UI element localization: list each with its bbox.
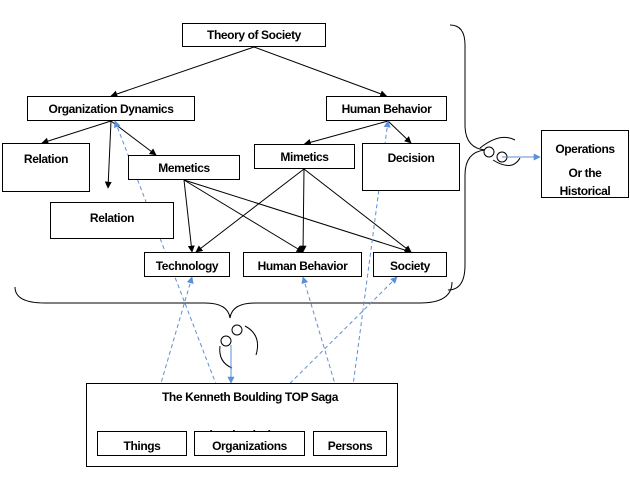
node-organizations[interactable]: Organizations <box>194 431 305 456</box>
edge-org_dynamics-relation_left <box>41 120 112 145</box>
node-label: Things <box>123 439 161 453</box>
node-label: Human Behavior <box>257 259 348 273</box>
edge-human_behavior_top-decision <box>387 120 412 144</box>
node-label: Human Behavior <box>341 102 432 116</box>
node-label: Relation <box>23 152 69 166</box>
edge-mimetics-technology <box>195 168 305 253</box>
node-decision[interactable]: Decision <box>362 143 460 191</box>
edge-org_dynamics-relation_mid <box>104 120 112 189</box>
edge-theory-human_behavior_top <box>253 46 388 98</box>
saga-subtitle-text: (on the rise) <box>180 424 300 432</box>
node-sublabel: Historical <box>559 184 611 198</box>
right-bracket-knot <box>479 136 521 166</box>
edge-human_behavior_top-mimetics <box>303 120 389 146</box>
node-label: Society <box>390 259 430 273</box>
edge-org_dynamics-memetics <box>110 120 157 156</box>
node-label: Technology <box>155 259 219 273</box>
node-label: Relation <box>89 211 135 225</box>
saga-title: The Kenneth Boulding TOP Saga <box>120 390 380 406</box>
edge-theory-org_dynamics <box>110 46 255 98</box>
node-label: Organization Dynamics <box>48 102 174 116</box>
node-mimetics[interactable]: Mimetics <box>254 144 355 169</box>
bottom-bracket-knot <box>219 324 259 369</box>
dashed-edge-org_dynamics-organizations <box>113 120 236 432</box>
node-human-behavior-top[interactable]: Human Behavior <box>326 96 447 121</box>
node-theory-of-society[interactable]: Theory of Society <box>182 23 326 47</box>
node-things[interactable]: Things <box>97 431 187 456</box>
node-organization-dynamics[interactable]: Organization Dynamics <box>27 96 195 121</box>
edge-memetics-technology <box>183 179 195 253</box>
node-label: Theory of Society <box>207 28 301 42</box>
node-memetics[interactable]: Memetics <box>128 155 240 180</box>
node-operations[interactable]: Operations Or the Historical <box>541 130 629 198</box>
node-sublabel: Or the <box>568 166 602 180</box>
saga-subtitle: (on the rise) <box>180 424 300 432</box>
node-society[interactable]: Society <box>373 252 447 277</box>
node-label: Persons <box>327 439 373 453</box>
node-persons[interactable]: Persons <box>313 431 387 456</box>
node-label: Decision <box>387 151 435 165</box>
saga-title-text: The Kenneth Boulding TOP Saga <box>162 390 338 404</box>
node-human-behavior-mid[interactable]: Human Behavior <box>243 252 362 277</box>
edge-mimetics-human_behavior_mid <box>299 168 307 253</box>
node-relation-left[interactable]: Relation <box>2 143 90 192</box>
node-label: Mimetics <box>280 150 329 164</box>
node-relation-mid[interactable]: Relation <box>50 202 174 239</box>
node-label: Memetics <box>158 161 210 175</box>
node-technology[interactable]: Technology <box>144 252 230 277</box>
node-label: Organizations <box>212 439 287 453</box>
node-label: Operations <box>555 142 615 156</box>
